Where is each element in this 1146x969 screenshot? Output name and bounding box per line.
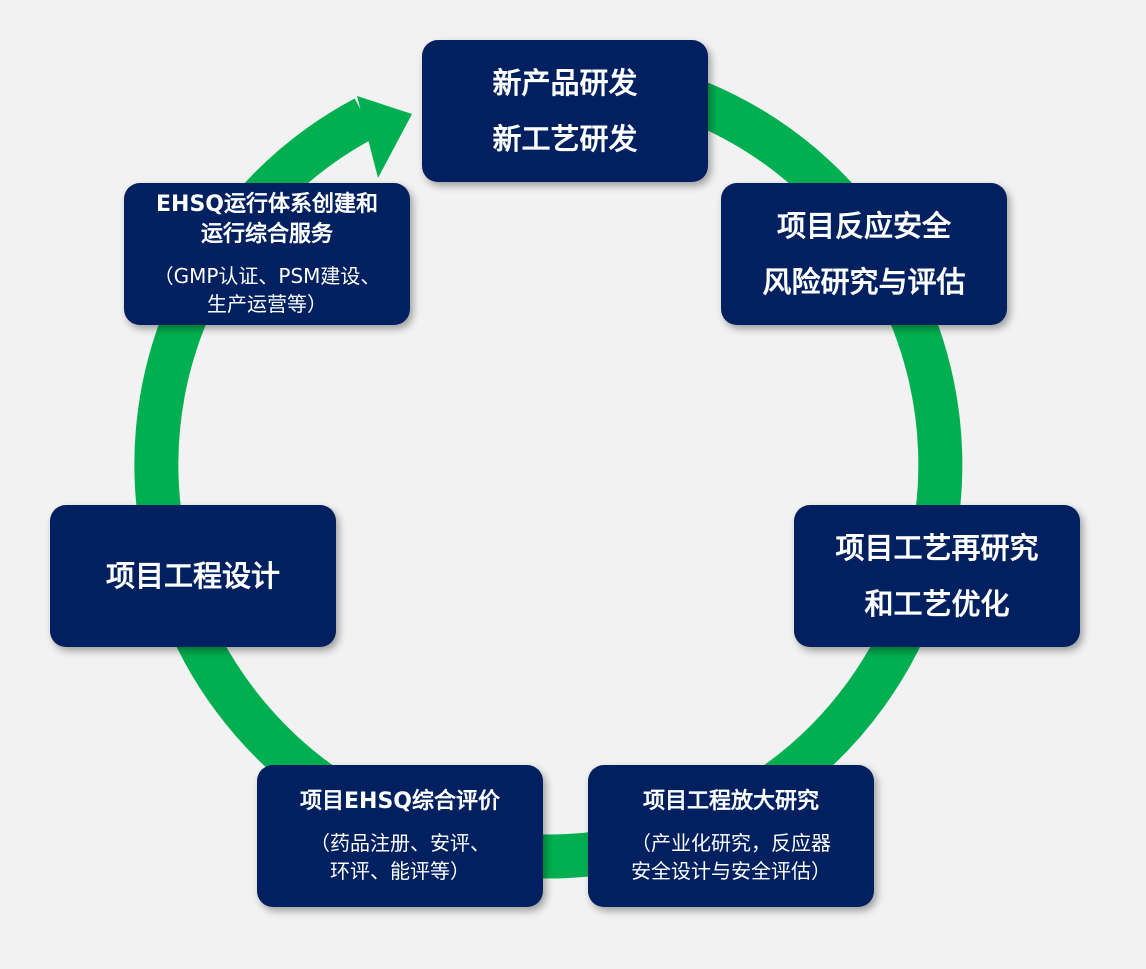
node-title-line: 项目反应安全 <box>776 209 951 243</box>
cycle-arrow-head <box>357 96 412 178</box>
node-title-line: 项目EHSQ综合评价 <box>300 789 500 814</box>
node-note-line: 环评、能评等） <box>330 859 470 883</box>
process-node-scale-up-research: 项目工程放大研究 （产业化研究，反应器 安全设计与安全评估） <box>588 765 874 907</box>
node-title-line: 新产品研发 <box>492 66 638 100</box>
process-node-reaction-safety-risk: 项目反应安全 风险研究与评估 <box>721 183 1007 325</box>
node-note-line: （药品注册、安评、 <box>310 831 490 855</box>
node-note-line: （产业化研究，反应器 <box>631 831 831 855</box>
process-node-new-product-rd: 新产品研发 新工艺研发 <box>422 40 708 182</box>
process-node-ehsq-evaluation: 项目EHSQ综合评价 （药品注册、安评、 环评、能评等） <box>257 765 543 907</box>
node-title-line: 项目工程设计 <box>105 559 280 593</box>
node-note-line: （GMP认证、PSM建设、 <box>153 264 381 288</box>
node-note-line: 生产运营等） <box>207 292 327 316</box>
node-title-line: 项目工艺再研究 <box>835 531 1039 565</box>
node-title-line: EHSQ运行体系创建和 <box>156 192 378 217</box>
process-node-ehsq-system-services: EHSQ运行体系创建和 运行综合服务 （GMP认证、PSM建设、 生产运营等） <box>124 183 410 325</box>
node-title-line: 运行综合服务 <box>200 222 333 247</box>
process-node-process-optimization: 项目工艺再研究 和工艺优化 <box>794 505 1080 647</box>
node-note-line: 安全设计与安全评估） <box>631 859 831 883</box>
node-title-line: 新工艺研发 <box>492 122 638 156</box>
cycle-ring-arc <box>134 82 963 879</box>
node-title-line: 风险研究与评估 <box>762 265 966 299</box>
process-node-engineering-design: 项目工程设计 <box>50 505 336 647</box>
node-title-line: 和工艺优化 <box>864 587 1010 621</box>
node-title-line: 项目工程放大研究 <box>642 789 819 814</box>
